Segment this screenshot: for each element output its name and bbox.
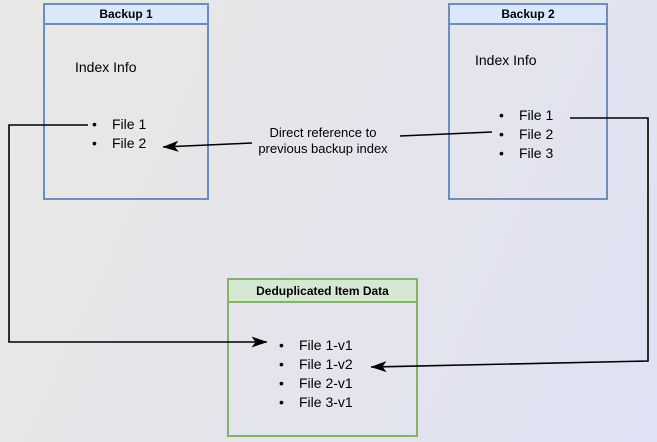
backup1-file-list: File 1 File 2: [92, 115, 146, 153]
file-list-item: File 1: [499, 106, 553, 125]
backup2-box: Backup 2 Index Info File 1 File 2 File 3: [448, 3, 608, 200]
file-list-item: File 2: [92, 134, 146, 153]
file-list-item: File 3-v1: [279, 393, 353, 412]
backup1-title: Backup 1: [45, 5, 207, 25]
file-list-item: File 2-v1: [279, 374, 353, 393]
file-list-item: File 3: [499, 144, 553, 163]
arrow-annotation-label: Direct reference to previous backup inde…: [258, 125, 388, 156]
backup2-file-list: File 1 File 2 File 3: [499, 106, 553, 163]
dedup-file-list: File 1-v1 File 1-v2 File 2-v1 File 3-v1: [279, 336, 353, 412]
backup1-index-info-label: Index Info: [75, 59, 137, 75]
file-list-item: File 2: [499, 125, 553, 144]
file-list-item: File 1: [92, 115, 146, 134]
file-list-item: File 1-v2: [279, 355, 353, 374]
dedup-box: Deduplicated Item Data File 1-v1 File 1-…: [227, 278, 418, 437]
file-list-item: File 1-v1: [279, 336, 353, 355]
dedup-title: Deduplicated Item Data: [229, 280, 416, 303]
backup1-box: Backup 1 Index Info File 1 File 2: [43, 3, 209, 200]
backup2-index-info-label: Index Info: [475, 52, 537, 68]
backup2-title: Backup 2: [450, 5, 606, 25]
